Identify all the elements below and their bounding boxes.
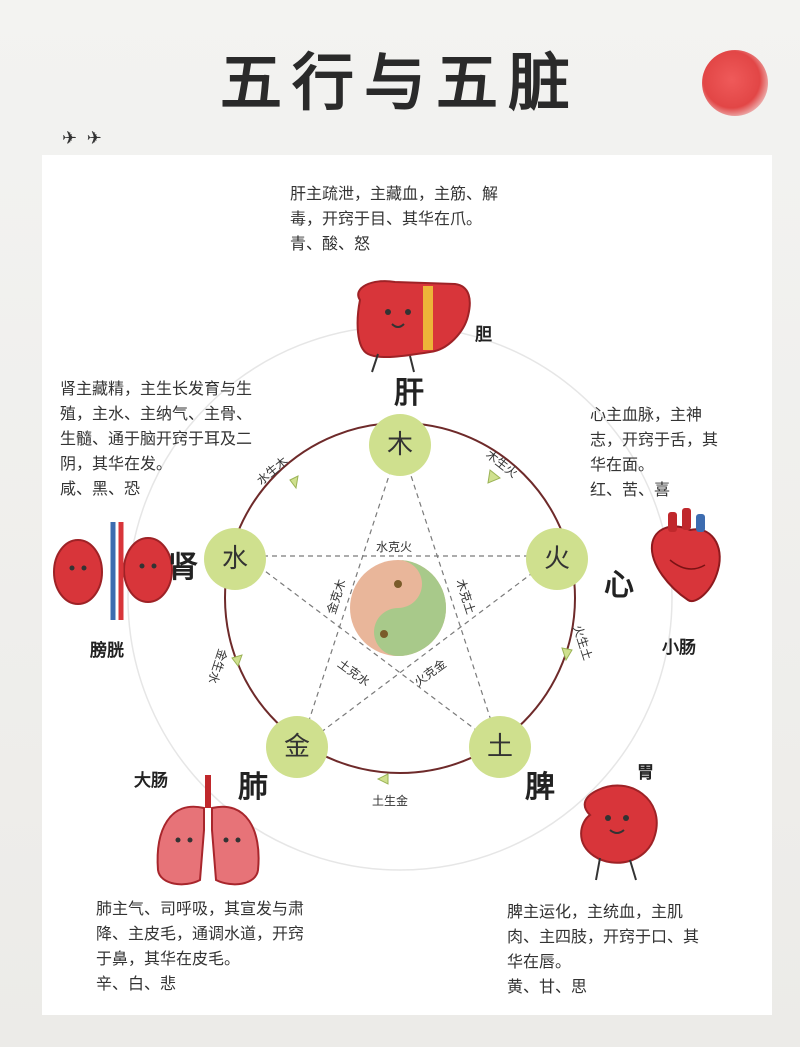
heart-desc-line: 心主血脉，主神 <box>590 405 703 424</box>
lung-desc-line: 辛、白、悲 <box>96 974 177 993</box>
partner-small-intestine-label: 小肠 <box>662 638 696 658</box>
lung-desc-line: 降、主皮毛，通调水道，开窍 <box>96 924 305 943</box>
lung-description: 肺主气、司呼吸，其宣发与肃 降、主皮毛，通调水道，开窍 于鼻，其华在皮毛。 辛、… <box>96 896 304 996</box>
spleen-desc-line: 肉、主四肢，开窍于口、其 <box>507 927 700 946</box>
organ-spleen-label: 脾 <box>525 770 555 805</box>
liver-description: 肝主疏泄，主藏血，主筋、解 毒，开窍于目、其华在爪。 青、酸、怒 <box>290 181 498 256</box>
heart-desc-line: 华在面。 <box>590 455 655 474</box>
cycle-arrows <box>231 469 573 785</box>
liver-desc-line: 青、酸、怒 <box>290 234 371 253</box>
organ-liver-label: 肝 <box>394 376 424 411</box>
node-metal: 金 <box>266 716 328 778</box>
lung-illustration <box>156 775 260 886</box>
relation-earth-metal: 土生金 <box>372 794 409 808</box>
red-sun-decoration <box>702 50 768 116</box>
partner-bladder-label: 膀胱 <box>90 641 124 661</box>
liver-desc-line: 毒，开窍于目、其华在爪。 <box>290 209 483 228</box>
kidney-desc-line: 咸、黑、恐 <box>60 479 141 498</box>
spleen-desc-line: 脾主运化，主统血，主肌 <box>507 902 684 921</box>
heart-desc-line: 红、苦、喜 <box>590 480 671 499</box>
partner-gallbladder-label: 胆 <box>475 325 492 345</box>
kidney-desc-line: 生髓、通于脑开窍于耳及二 <box>60 429 253 448</box>
spleen-desc-line: 华在唇。 <box>507 952 572 971</box>
node-fire: 火 <box>526 528 588 590</box>
lung-desc-line: 于鼻，其华在皮毛。 <box>96 949 241 968</box>
taiji-symbol <box>350 560 446 656</box>
page-title: 五行与五脏 <box>219 46 580 119</box>
partner-large-intestine-label: 大肠 <box>134 771 168 791</box>
spleen-desc-line: 黄、甘、思 <box>507 977 588 996</box>
organ-lung-label: 肺 <box>238 770 268 805</box>
controlling-star <box>244 441 556 749</box>
lung-desc-line: 肺主气、司呼吸，其宣发与肃 <box>96 899 305 918</box>
kidney-description: 肾主藏精，主生长发育与生 殖，主水、主纳气、主骨、 生髓、通于脑开窍于耳及二 阴… <box>60 376 252 501</box>
organ-heart-label: 心 <box>604 568 634 603</box>
heart-illustration <box>650 508 721 603</box>
birds-decoration: ✈ ✈ <box>62 128 104 149</box>
kidney-desc-line: 殖，主水、主纳气、主骨、 <box>60 404 253 423</box>
kidney-desc-line: 肾主藏精，主生长发育与生 <box>60 379 253 398</box>
liver-desc-line: 肝主疏泄，主藏血，主筋、解 <box>290 184 499 203</box>
organ-kidney-label: 肾 <box>168 550 198 585</box>
stomach-illustration <box>580 784 658 881</box>
heart-description: 心主血脉，主神 志，开窍于舌，其 华在面。 红、苦、喜 <box>590 402 718 502</box>
node-water: 水 <box>204 528 266 590</box>
kidney-illustration <box>53 522 173 620</box>
partner-stomach-label: 胃 <box>637 763 654 783</box>
kidney-desc-line: 阴，其华在发。 <box>60 454 173 473</box>
liver-illustration <box>356 280 471 373</box>
node-wood: 木 <box>369 414 431 476</box>
relation-water-fire: 水克火 <box>376 540 413 554</box>
spleen-description: 脾主运化，主统血，主肌 肉、主四肢，开窍于口、其 华在唇。 黄、甘、思 <box>507 899 699 999</box>
heart-desc-line: 志，开窍于舌，其 <box>590 430 719 449</box>
node-earth: 土 <box>469 716 531 778</box>
